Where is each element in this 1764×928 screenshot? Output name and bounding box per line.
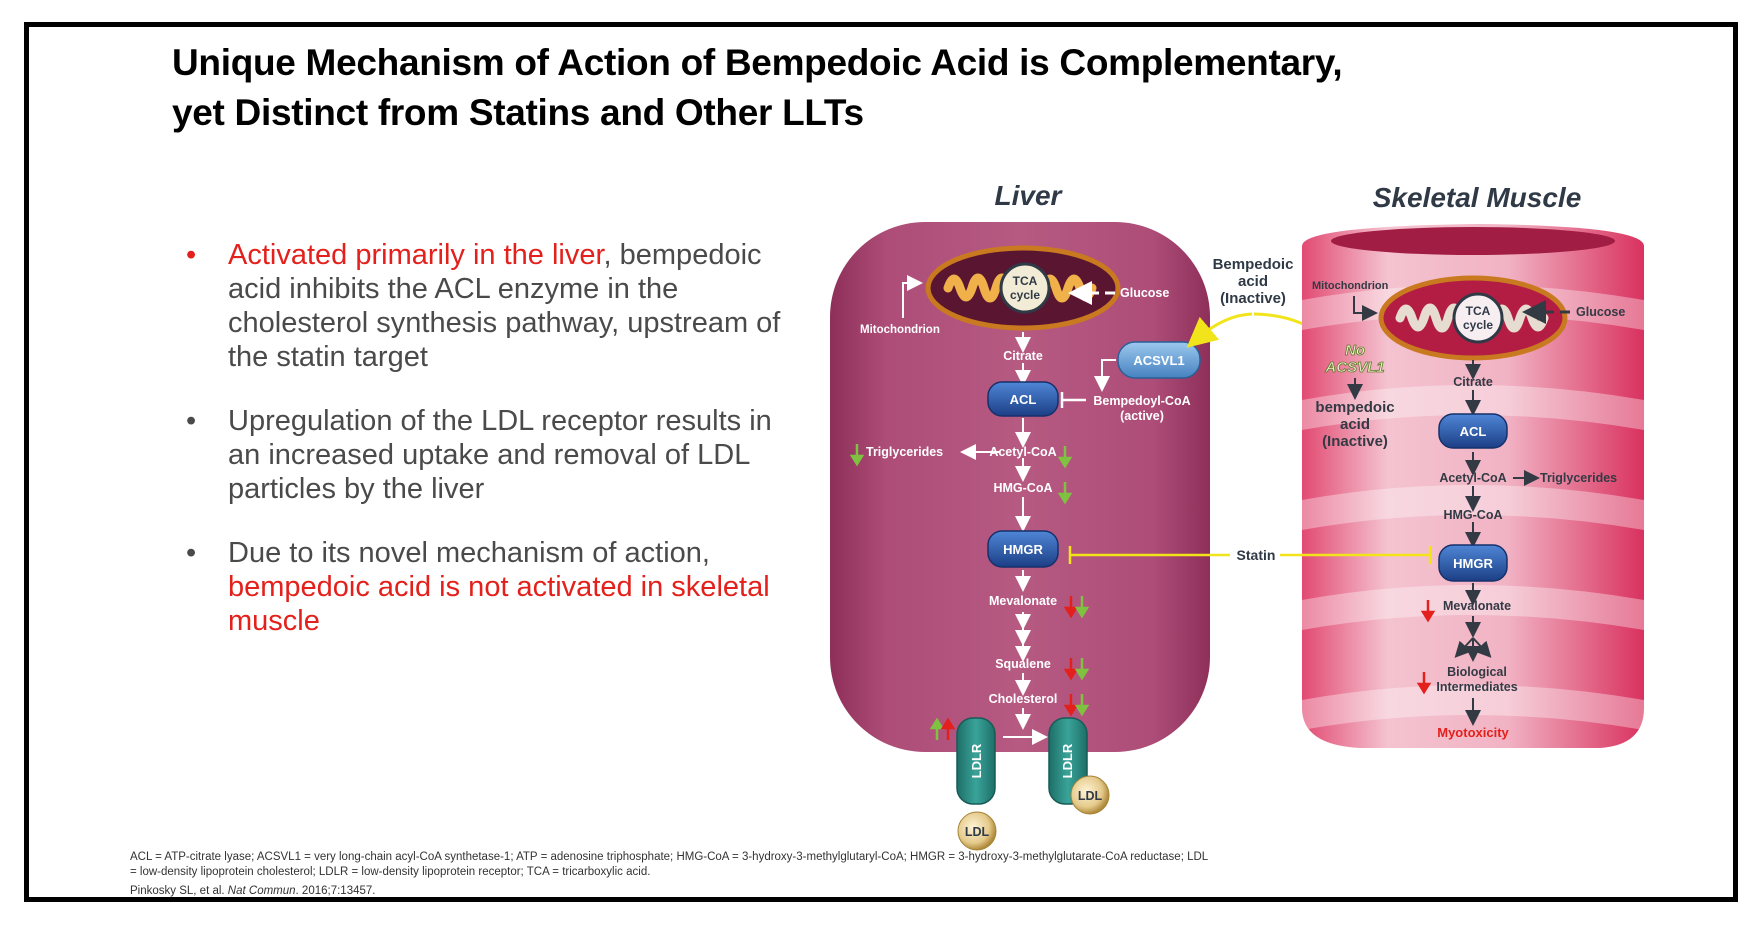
bullet-1-text: , bempedoic acid inhibits the ACL enzyme… — [228, 239, 781, 373]
center-bempedoic-line3: (Inactive) — [1220, 290, 1286, 307]
liver-hmg-coa: HMG-CoA — [993, 481, 1052, 495]
ldl-label-free: LDL — [965, 825, 990, 839]
statin-label: Statin — [1237, 547, 1276, 563]
liver-hmgr-label: HMGR — [1003, 542, 1043, 557]
citation: Pinkosky SL, et al. Nat Commun. 2016;7:1… — [130, 885, 376, 897]
triglycerides-down-green-icon — [849, 444, 865, 467]
squalene-down-red-icon — [1063, 658, 1079, 681]
bullet-dot: • — [186, 405, 197, 437]
center-bempedoic-line1: Bempedoic — [1213, 256, 1294, 273]
liver-hmgr-enzyme: HMGR — [987, 530, 1059, 568]
center-bempedoic-line2: acid — [1238, 273, 1268, 290]
bullet-3-text: Due to its novel mechanism of action, — [228, 537, 710, 569]
muscle-bempedoic-line3: (Inactive) — [1322, 433, 1388, 450]
muscle-mitochondrion-pointer — [1353, 296, 1378, 321]
liver-active: (active) — [1120, 409, 1164, 423]
liver-tca-line2: cycle — [1010, 288, 1040, 302]
liver-citrate: Citrate — [1003, 349, 1043, 363]
liver-cholesterol: Cholesterol — [989, 692, 1058, 706]
acsvl1-enzyme: ACSVL1 — [1117, 341, 1201, 379]
mevalonate-down-green-icon — [1074, 596, 1090, 619]
liver-triglycerides: Triglycerides — [866, 445, 943, 459]
bullet-3-highlight: bempedoic acid is not activated in skele… — [228, 571, 770, 637]
liver-acetyl-coa: Acetyl-CoA — [989, 445, 1056, 459]
liver-bempedoyl-coa: Bempedoyl-CoA — [1093, 394, 1190, 408]
squalene-down-green-icon — [1074, 658, 1090, 681]
muscle-acetyl-coa: Acetyl-CoA — [1439, 471, 1506, 485]
liver-mevalonate: Mevalonate — [989, 594, 1057, 608]
muscle-heading: Skeletal Muscle — [1373, 182, 1582, 213]
muscle-mevalonate: Mevalonate — [1443, 599, 1511, 613]
ldlr-up-red-icon — [940, 717, 956, 740]
muscle-acsvl1: ACSVL1 — [1324, 359, 1384, 376]
muscle-hmgr-enzyme: HMGR — [1438, 544, 1508, 582]
acsvl1-to-bempedoyl-arrow — [1094, 359, 1116, 392]
bullet-1: • Activated primarily in the liver, bemp… — [186, 238, 786, 374]
muscle-bempedoic-line2: acid — [1340, 416, 1370, 433]
muscle-hmg-coa: HMG-CoA — [1443, 508, 1502, 522]
mevalonate-down-red-icon — [1063, 596, 1079, 619]
footnote: ACL = ATP-citrate lyase; ACSVL1 = very l… — [130, 850, 1210, 899]
muscle-intermediates: Intermediates — [1436, 680, 1517, 694]
liver-mitochondrion: TCA cycle — [925, 245, 1121, 331]
title-line-1: Unique Mechanism of Action of Bempedoic … — [172, 42, 1343, 83]
muscle-intermediates-down-red-icon — [1416, 672, 1432, 695]
acsvl1-label: ACSVL1 — [1133, 353, 1184, 368]
ldlr-receptor-left: LDLR — [956, 717, 996, 805]
liver-acl-label: ACL — [1010, 392, 1037, 407]
muscle-glucose: Glucose — [1576, 305, 1625, 319]
muscle-biological: Biological — [1447, 665, 1507, 679]
ldl-particle-bound: LDL — [1070, 775, 1110, 815]
slide-title: Unique Mechanism of Action of Bempedoic … — [172, 38, 1572, 138]
liver-tca-line1: TCA — [1013, 274, 1038, 288]
mitochondrion-pointer — [902, 275, 923, 318]
acetyl-coa-down-green-icon — [1057, 446, 1073, 469]
title-line-2: yet Distinct from Statins and Other LLTs — [172, 92, 864, 133]
muscle-mitochondrion-label: Mitochondrion — [1312, 280, 1389, 292]
bullet-2-text: Upregulation of the LDL receptor results… — [228, 405, 772, 505]
statin-inhibition — [1068, 546, 1432, 564]
ldlr-up-green-icon — [929, 717, 945, 740]
ldl-label-bound: LDL — [1078, 789, 1103, 803]
ldlr-label-right: LDLR — [1060, 743, 1075, 778]
muscle-acl-enzyme: ACL — [1438, 413, 1508, 449]
muscle-mitochondrion: TCA cycle — [1378, 275, 1568, 361]
cholesterol-down-green-icon — [1074, 694, 1090, 717]
muscle-citrate: Citrate — [1453, 375, 1493, 389]
bullet-dot: • — [186, 537, 197, 569]
ldlr-label-left: LDLR — [969, 743, 984, 778]
liver-mitochondrion-label: Mitochondrion — [860, 324, 940, 336]
citation-journal: Nat Commun — [227, 885, 296, 897]
abbreviations: ACL = ATP-citrate lyase; ACSVL1 = very l… — [130, 851, 1208, 878]
bullet-3: • Due to its novel mechanism of action, … — [186, 536, 786, 638]
bullet-list: • Activated primarily in the liver, bemp… — [186, 238, 786, 668]
muscle-pathway — [1454, 360, 1540, 726]
bempedoyl-inhibits-acl — [1060, 392, 1086, 408]
ldl-particle-free: LDL — [957, 811, 997, 851]
muscle-bempedoic-line1: bempedoic — [1315, 399, 1394, 416]
change-indicators — [849, 444, 1090, 740]
liver-acl-enzyme: ACL — [987, 381, 1059, 417]
muscle-acl-label: ACL — [1460, 424, 1487, 439]
liver-glucose: Glucose — [1120, 286, 1169, 300]
muscle-tca-line2: cycle — [1463, 318, 1493, 332]
muscle-myotoxicity: Myotoxicity — [1437, 725, 1509, 740]
muscle-hmgr-label: HMGR — [1453, 556, 1493, 571]
muscle-triglycerides: Triglycerides — [1540, 471, 1617, 485]
liver-squalene: Squalene — [995, 657, 1051, 671]
cholesterol-down-red-icon — [1063, 694, 1079, 717]
muscle-tca-line1: TCA — [1466, 304, 1491, 318]
muscle-mevalonate-down-red-icon — [1420, 600, 1436, 623]
bempedoic-to-acsvl1-arrow — [1186, 312, 1253, 348]
muscle-no: No — [1345, 342, 1365, 359]
liver-heading: Liver — [995, 180, 1064, 211]
hmg-coa-down-green-icon — [1057, 482, 1073, 505]
bullet-1-highlight: Activated primarily in the liver — [228, 239, 604, 271]
bullet-2: • Upregulation of the LDL receptor resul… — [186, 404, 786, 506]
liver-cell — [830, 222, 1210, 752]
liver-pathway — [960, 332, 1048, 745]
bullet-dot: • — [186, 239, 197, 271]
